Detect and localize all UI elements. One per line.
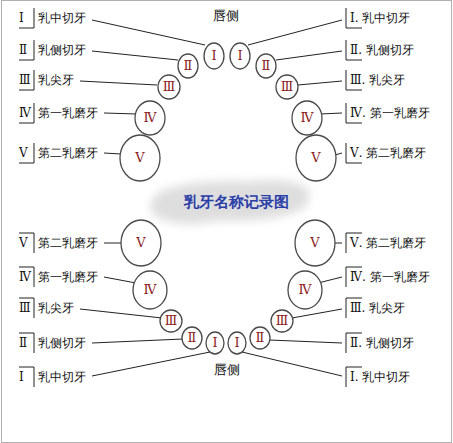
- tooth-numeral: Ⅴ: [294, 219, 336, 267]
- tooth-shape: Ⅲ: [275, 74, 299, 100]
- tooth-name: 乳尖牙: [38, 72, 74, 88]
- tooth-shape: Ⅲ: [159, 309, 183, 333]
- cloud: [150, 180, 310, 224]
- tooth-numeral: Ⅲ: [270, 309, 294, 333]
- tooth-shape: Ⅱ: [255, 53, 277, 79]
- tooth-shape: Ⅰ: [227, 331, 247, 355]
- tooth-numeral: Ⅳ: [291, 100, 323, 136]
- tooth-shape: Ⅲ: [157, 74, 181, 100]
- tooth-name: 乳侧切牙: [38, 42, 86, 58]
- tooth-name: Ⅳ. 第一乳磨牙: [350, 105, 430, 121]
- tooth-shape: Ⅰ: [203, 42, 225, 70]
- palmer-brackets: [19, 8, 362, 387]
- tooth-shape: Ⅱ: [177, 53, 199, 79]
- tooth-name: Ⅱ. 乳侧切牙: [350, 335, 414, 351]
- tooth-name: 第二乳磨牙: [38, 145, 98, 161]
- tooth-shape: Ⅰ: [229, 42, 251, 70]
- tooth-number: Ⅱ: [19, 42, 27, 58]
- tooth-shape: Ⅲ: [270, 309, 294, 333]
- tooth-name: 第二乳磨牙: [38, 235, 98, 251]
- tooth-number: Ⅲ: [19, 300, 31, 316]
- tooth-numeral: Ⅳ: [287, 270, 323, 310]
- tooth-numeral: Ⅱ: [177, 53, 199, 79]
- tooth-numeral: Ⅰ: [227, 331, 247, 355]
- tooth-number: Ⅱ: [19, 335, 27, 351]
- tooth-numeral: Ⅲ: [157, 74, 181, 100]
- tooth-shape: Ⅳ: [134, 100, 166, 136]
- tooth-name: Ⅲ. 乳尖牙: [350, 300, 405, 316]
- tooth-numeral: Ⅴ: [119, 134, 161, 182]
- tooth-name: 乳侧切牙: [38, 335, 86, 351]
- leader-lines: [80, 20, 342, 376]
- tooth-name: Ⅱ. 乳侧切牙: [350, 42, 414, 58]
- tooth-name: Ⅴ. 第二乳磨牙: [350, 145, 426, 161]
- tooth-shape: Ⅳ: [132, 270, 168, 310]
- tooth-number: Ⅳ: [19, 269, 31, 285]
- side-label: 唇侧: [213, 8, 239, 24]
- tooth-numeral: Ⅰ: [229, 42, 251, 70]
- tooth-name: Ⅲ. 乳尖牙: [350, 72, 405, 88]
- tooth-number: Ⅴ: [19, 145, 28, 161]
- tooth-shape: Ⅴ: [120, 219, 162, 267]
- tooth-shape: Ⅱ: [181, 326, 203, 350]
- diagram-title: 乳牙名称记录图: [184, 193, 289, 211]
- tooth-numeral: Ⅴ: [120, 219, 162, 267]
- side-label: 唇侧: [214, 362, 240, 378]
- tooth-numeral: Ⅱ: [255, 53, 277, 79]
- tooth-numeral: Ⅴ: [295, 134, 337, 182]
- tooth-shape: Ⅴ: [119, 134, 161, 182]
- tooth-numeral: Ⅱ: [249, 326, 271, 350]
- tooth-numeral: Ⅰ: [203, 42, 225, 70]
- tooth-number: Ⅰ: [19, 369, 24, 385]
- tooth-name: Ⅴ. 第二乳磨牙: [350, 235, 426, 251]
- tooth-name: Ⅰ. 乳中切牙: [350, 369, 410, 385]
- tooth-shape: Ⅴ: [294, 219, 336, 267]
- tooth-numeral: Ⅲ: [159, 309, 183, 333]
- tooth-name: 乳尖牙: [38, 300, 74, 316]
- tooth-shape: Ⅰ: [205, 331, 225, 355]
- tooth-numeral: Ⅳ: [132, 270, 168, 310]
- tooth-shape: Ⅳ: [287, 270, 323, 310]
- tooth-name: 乳中切牙: [38, 10, 86, 26]
- tooth-numeral: Ⅳ: [134, 100, 166, 136]
- tooth-number: Ⅳ: [19, 105, 31, 121]
- tooth-name: Ⅳ. 第一乳磨牙: [350, 269, 430, 285]
- tooth-name: 乳中切牙: [38, 369, 86, 385]
- tooth-number: Ⅲ: [19, 72, 31, 88]
- tooth-shape: Ⅴ: [295, 134, 337, 182]
- tooth-shape: Ⅱ: [249, 326, 271, 350]
- tooth-numeral: Ⅲ: [275, 74, 299, 100]
- tooth-number: Ⅰ: [19, 10, 24, 26]
- tooth-name: 第一乳磨牙: [38, 269, 98, 285]
- tooth-numeral: Ⅱ: [181, 326, 203, 350]
- tooth-numeral: Ⅰ: [205, 331, 225, 355]
- tooth-name: Ⅰ. 乳中切牙: [350, 10, 410, 26]
- tooth-shape: Ⅳ: [291, 100, 323, 136]
- tooth-number: Ⅴ: [19, 235, 28, 251]
- tooth-name: 第一乳磨牙: [38, 105, 98, 121]
